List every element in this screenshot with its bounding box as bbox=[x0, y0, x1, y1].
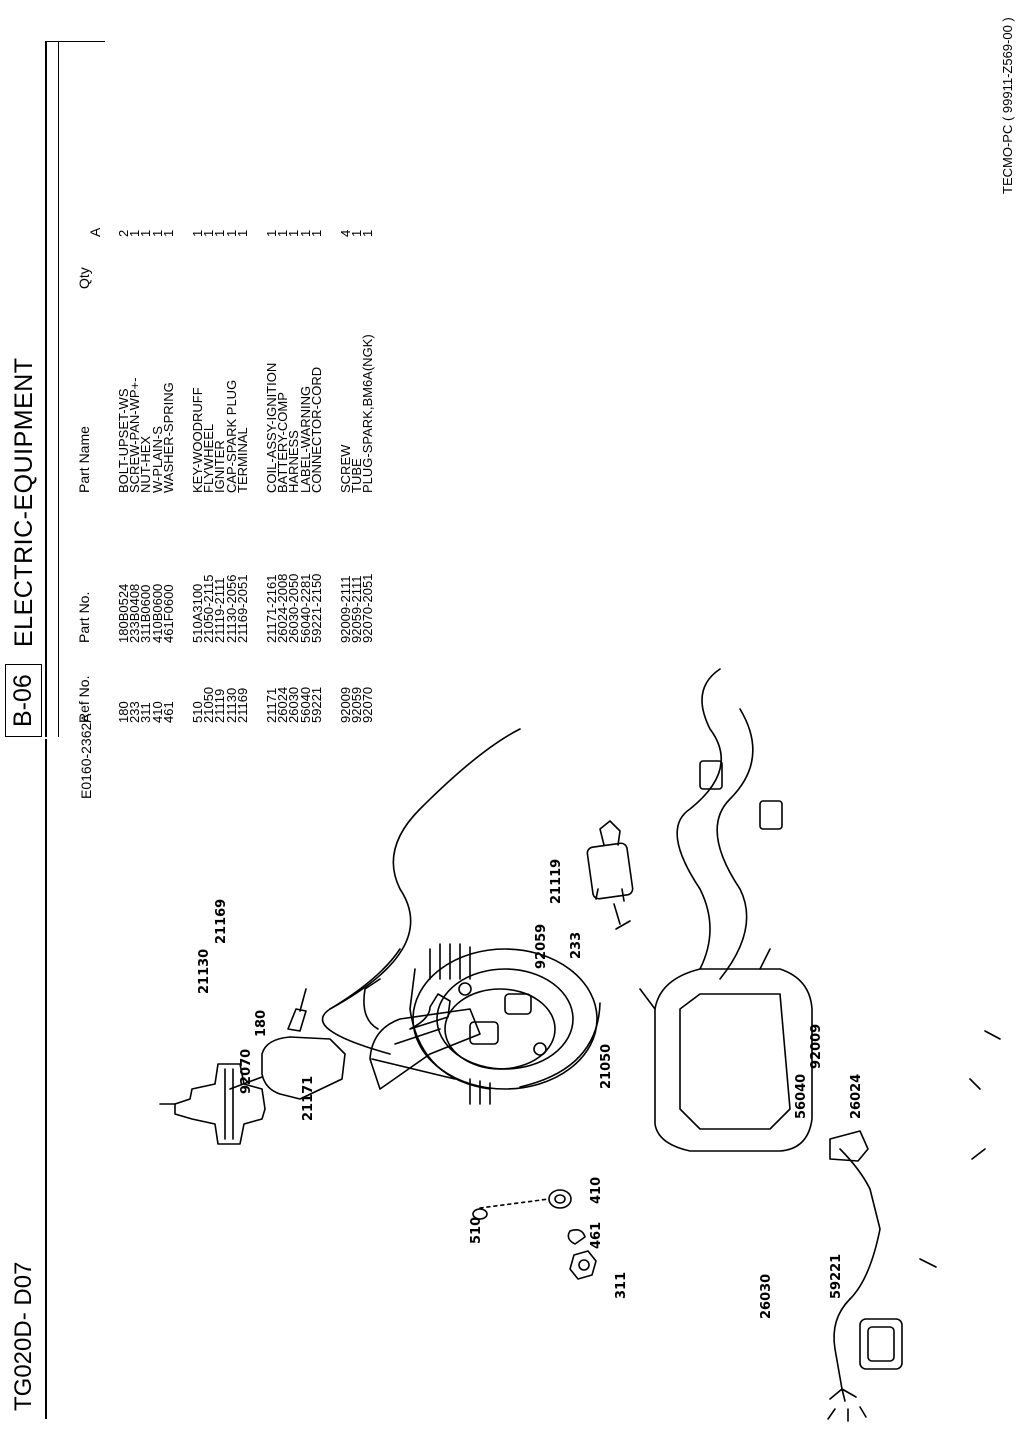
callout-311: 311 bbox=[614, 1272, 629, 1299]
spark-plug-drawing bbox=[159, 1063, 266, 1145]
callout-21050: 21050 bbox=[599, 1044, 614, 1089]
document-code: TECMO-PC ( 99911-Z569-00 ) bbox=[1000, 17, 1015, 194]
plug-cap-drawing bbox=[229, 1036, 346, 1100]
callout-180: 180 bbox=[254, 1010, 269, 1037]
ignition-cord bbox=[321, 948, 401, 1055]
plain-washer-drawing bbox=[548, 1189, 572, 1209]
callout-59221: 59221 bbox=[829, 1254, 844, 1299]
bolt-drawing bbox=[287, 988, 307, 1032]
callout-92070: 92070 bbox=[239, 1049, 254, 1094]
screw-drawing bbox=[613, 903, 631, 930]
module-harness bbox=[676, 668, 723, 970]
spring-washer-drawing bbox=[567, 1229, 586, 1245]
connector-b bbox=[759, 800, 783, 830]
callout-461: 461 bbox=[589, 1222, 604, 1249]
callout-21119: 21119 bbox=[549, 859, 564, 904]
battery-module-drawing bbox=[639, 948, 813, 1152]
woodruff-key-drawing bbox=[472, 1208, 488, 1220]
callout-26030: 26030 bbox=[759, 1274, 774, 1319]
ignition-coil-drawing bbox=[363, 978, 481, 1090]
callout-410: 410 bbox=[589, 1177, 604, 1204]
igniter-drawing bbox=[586, 820, 634, 902]
hex-nut-drawing bbox=[569, 1250, 597, 1280]
connector-a bbox=[699, 760, 723, 790]
callout-21130: 21130 bbox=[197, 949, 212, 994]
callout-21171: 21171 bbox=[301, 1076, 316, 1121]
terminal-drawing bbox=[409, 993, 451, 1030]
flywheel-drawing bbox=[409, 943, 601, 1105]
callout-233: 233 bbox=[569, 932, 584, 959]
callout-510: 510 bbox=[469, 1217, 484, 1244]
leader-c21169 bbox=[919, 1258, 937, 1268]
callout-56040: 56040 bbox=[794, 1074, 809, 1119]
connector-cord-drawing bbox=[859, 1318, 903, 1370]
callout-21169: 21169 bbox=[214, 899, 229, 944]
callout-26024: 26024 bbox=[849, 1074, 864, 1119]
callout-92059: 92059 bbox=[534, 924, 549, 969]
harness-drawing bbox=[827, 1130, 881, 1422]
cord-to-module bbox=[329, 728, 521, 1010]
callout-92009: 92009 bbox=[809, 1024, 824, 1069]
